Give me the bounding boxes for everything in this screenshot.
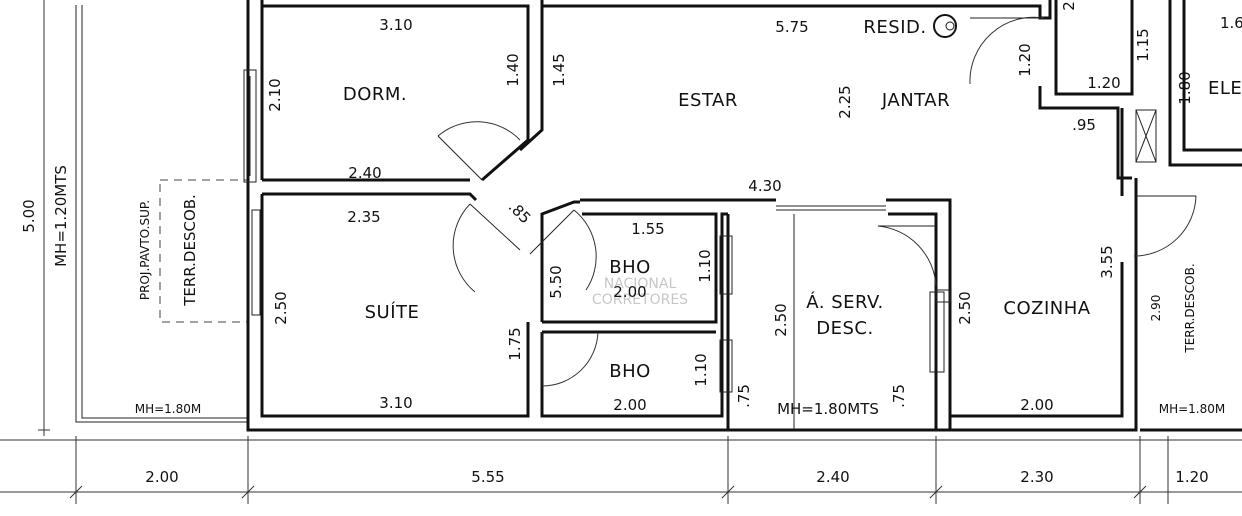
left-dimension-line [38, 0, 50, 436]
bottom-dim-240: 2.40 [816, 468, 849, 486]
dim-085: .85 [505, 198, 535, 228]
room-suite: SUÍTE [365, 301, 420, 323]
bottom-dim-200: 2.00 [145, 468, 178, 486]
dim-430: 4.30 [748, 177, 781, 195]
dim-250-c: 2.50 [956, 291, 974, 324]
dim-240-a: 2.40 [348, 164, 381, 182]
bottom-dimension-line [0, 436, 1242, 504]
room-jantar: JANTAR [881, 90, 950, 111]
terr-right-label: TERR.DESCOB. [1183, 263, 1197, 353]
mh-left-vertical: MH=1.20MTS [52, 165, 70, 267]
dim-200-b: 2.00 [613, 396, 646, 414]
dim-075-a: .75 [735, 384, 753, 408]
dim-16: 1.6 [1220, 14, 1242, 32]
dim-2: 2 [1060, 1, 1078, 11]
dim-180: 1.80 [1176, 71, 1194, 104]
dim-155: 1.55 [631, 220, 664, 238]
resid-icon [933, 14, 957, 38]
dim-235: 2.35 [347, 208, 380, 226]
room-estar: ESTAR [678, 90, 738, 111]
dim-500: 5.00 [20, 199, 38, 232]
bottom-dim-555: 5.55 [471, 468, 504, 486]
dim-250-b: 2.50 [772, 303, 790, 336]
room-cozinha: COZINHA [1003, 298, 1090, 319]
dim-120-b: 1.20 [1087, 74, 1120, 92]
mh-right: MH=1.80M [1159, 402, 1226, 416]
dim-145: 1.45 [550, 53, 568, 86]
dim-225: 2.25 [836, 85, 854, 118]
dim-550: 5.50 [547, 265, 565, 298]
dim-355: 3.55 [1098, 245, 1116, 278]
room-resid: RESID. [863, 17, 926, 38]
proj-label: PROJ.PAVTO.SUP. [138, 200, 152, 300]
room-aserv-line1: Á. SERV. [806, 291, 883, 313]
dim-310-top: 3.10 [379, 16, 412, 34]
dim-575: 5.75 [775, 18, 808, 36]
room-bho-lower: BHO [609, 361, 651, 382]
dim-115: 1.15 [1134, 28, 1152, 61]
watermark-line1: NACIONAL [604, 276, 677, 292]
room-dorm: DORM. [343, 84, 407, 105]
dim-120-a: 1.20 [1016, 43, 1034, 76]
dim-110-b: 1.10 [692, 353, 710, 386]
dim-200-a: 2.00 [613, 283, 646, 301]
dim-140: 1.40 [504, 53, 522, 86]
dim-210: 2.10 [266, 78, 284, 111]
room-aserv-line2: DESC. [816, 318, 873, 339]
dim-175: 1.75 [506, 327, 524, 360]
terr-left-label: TERR.DESCOB. [181, 194, 199, 307]
walls [246, 0, 1242, 432]
dim-110-a: 1.10 [696, 249, 714, 282]
mh-left: MH=1.80M [135, 402, 202, 416]
dim-095: .95 [1072, 116, 1096, 134]
mh-center: MH=1.80MTS [777, 400, 879, 418]
bottom-dim-230: 2.30 [1020, 468, 1053, 486]
dim-310-bottom: 3.10 [379, 394, 412, 412]
bottom-dim-120: 1.20 [1175, 468, 1208, 486]
dim-075-b: .75 [890, 384, 908, 408]
watermark-line2: CORRETORES [592, 292, 688, 308]
dim-250-a: 2.50 [272, 291, 290, 324]
dim-200-c: 2.00 [1020, 396, 1053, 414]
room-bho-upper: BHO [609, 257, 651, 278]
room-elev: ELE [1208, 78, 1242, 99]
windows [243, 69, 1157, 393]
dim-290: 2.90 [1149, 295, 1163, 322]
door-swings [437, 16, 1197, 387]
left-terrace [75, 5, 249, 423]
